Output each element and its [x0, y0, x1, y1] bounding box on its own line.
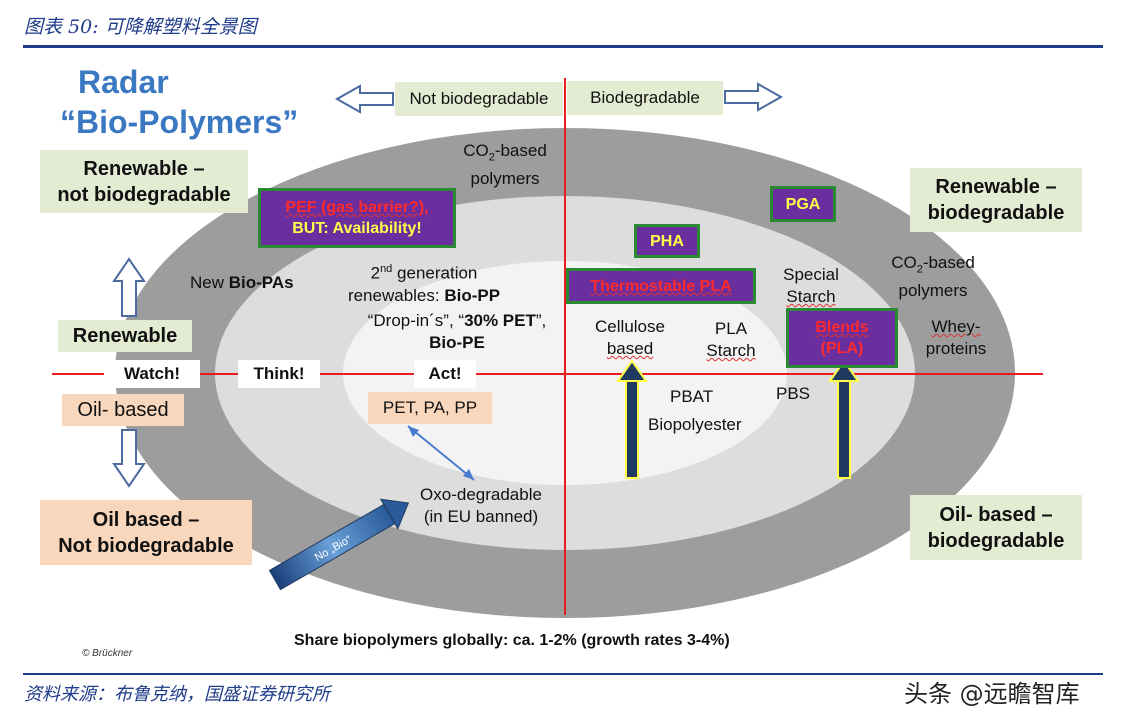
act-label: Act!	[414, 360, 476, 388]
renewable-label: Renewable	[58, 320, 192, 352]
quadrant-renewable-biodegradable: Renewable – biodegradable	[910, 168, 1082, 232]
oil-based-label: Oil- based	[62, 394, 184, 426]
up-arrow-cellulose	[616, 359, 648, 479]
radar-title-line1: Radar	[78, 64, 169, 100]
up-hollow-arrow	[112, 257, 146, 317]
drop-ins: “Drop-in´s”, “30% PET”, Bio-PE	[367, 311, 547, 352]
double-arrow	[407, 425, 475, 481]
pga-box: PGA	[770, 186, 836, 222]
share-biopolymers-note: Share biopolymers globally: ca. 1-2% (gr…	[294, 632, 730, 649]
cellulose-based: Cellulose based	[595, 317, 665, 358]
pet-pa-pp-box: PET, PA, PP	[368, 392, 492, 424]
top-rule	[23, 45, 1103, 48]
new-bio-pas: New Bio-PAs	[190, 273, 294, 292]
quadrant-renewable-not-biodegradable: Renewable – not biodegradable	[40, 150, 248, 213]
left-hollow-arrow	[334, 84, 394, 114]
pla-starch: PLA Starch	[706, 319, 756, 360]
blends-pla-box: Blends (PLA)	[786, 308, 898, 368]
watch-label: Watch!	[104, 360, 200, 388]
no-bio-arrow: No „Bio“	[268, 498, 410, 591]
pha-box: PHA	[634, 224, 700, 258]
co2-based-polymers-left: CO2-based polymers	[463, 141, 547, 189]
pbs-label: PBS	[776, 384, 811, 403]
pef-box: PEF (gas barrier?), BUT: Availability!	[258, 188, 456, 248]
source-note: 资料来源：布鲁克纳，国盛证券研究所	[24, 684, 330, 705]
biopolyester-label: Biopolyester	[648, 415, 742, 434]
not-biodegradable-label: Not biodegradable	[395, 82, 563, 116]
up-arrow-blends	[828, 359, 860, 479]
figure-caption: 图表 50: 可降解塑料全景图	[24, 12, 257, 39]
thermostable-pla-box: Thermostable PLA	[566, 268, 756, 304]
down-hollow-arrow	[112, 429, 146, 488]
figure-title: 可降解塑料全景图	[104, 16, 257, 38]
second-generation-renewables: 2nd generation renewables: Bio-PP	[347, 263, 501, 305]
quadrant-oil-based-not-biodegradable: Oil based – Not biodegradable	[40, 500, 252, 565]
special-starch: Special Starch	[783, 265, 839, 306]
biodegradable-label: Biodegradable	[567, 81, 723, 115]
co2-based-polymers-right: CO2-based polymers	[891, 253, 975, 301]
quadrant-oil-based-biodegradable: Oil- based – biodegradable	[910, 495, 1082, 560]
figure-label: 图表 50:	[24, 16, 99, 38]
think-label: Think!	[238, 360, 320, 388]
whey-proteins: Whey- proteins	[925, 317, 987, 358]
watermark: 头条 @远瞻智库	[904, 680, 1080, 708]
credit-label: © Brückner	[82, 648, 133, 659]
pbat-label: PBAT	[670, 387, 714, 406]
oxo-degradable: Oxo-degradable (in EU banned)	[420, 485, 542, 526]
radar-title-line2: “Bio-Polymers”	[60, 104, 299, 140]
right-hollow-arrow	[724, 82, 784, 112]
bottom-rule	[23, 673, 1103, 675]
